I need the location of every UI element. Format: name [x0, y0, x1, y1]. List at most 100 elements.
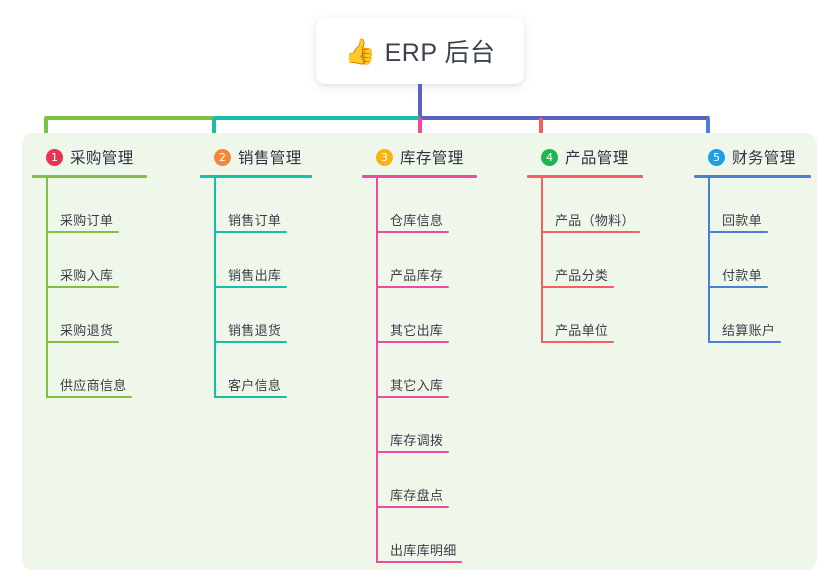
branch-item[interactable]: 销售订单: [200, 178, 312, 233]
branch-underline: [32, 175, 147, 178]
branch-item[interactable]: 产品库存: [362, 233, 477, 288]
branch-index-badge: 3: [376, 148, 393, 166]
branch-item-underline: [46, 231, 119, 233]
branch-item[interactable]: 库存调拨: [362, 398, 477, 453]
branch-item-label: 采购订单: [60, 213, 114, 228]
branch-item-underline: [376, 396, 449, 398]
branch-item-label: 产品单位: [555, 323, 609, 338]
branch-item-label: 产品分类: [555, 268, 609, 283]
branch-title: 库存管理: [400, 150, 464, 167]
branch-item-label: 供应商信息: [60, 378, 127, 393]
branch-item-label: 客户信息: [228, 378, 282, 393]
branch-item-underline: [214, 341, 287, 343]
branch-item[interactable]: 回款单: [694, 178, 811, 233]
branch-column-4: 4 产品管理产品（物料） 产品分类产品单位: [527, 146, 643, 343]
branch-item-underline: [376, 506, 449, 508]
branches-board: [22, 133, 817, 570]
branch-item-label: 其它出库: [390, 323, 444, 338]
branch-title: 采购管理: [70, 150, 134, 167]
branch-item[interactable]: 产品分类: [527, 233, 643, 288]
branch-spine: [708, 178, 710, 343]
branch-item-underline: [214, 231, 287, 233]
branch-spine: [214, 178, 216, 398]
branch-item-underline: [46, 286, 119, 288]
branch-item-underline: [376, 451, 449, 453]
branch-item-label: 库存调拨: [390, 433, 444, 448]
branch-item-underline: [708, 286, 768, 288]
branch-item[interactable]: 其它入库: [362, 343, 477, 398]
root-title: ERP 后台: [384, 39, 496, 67]
thumbs-up-icon: 👍: [344, 36, 376, 66]
branch-item-underline: [541, 231, 641, 233]
branch-title: 产品管理: [565, 150, 629, 167]
branch-underline: [527, 175, 643, 178]
branch-column-2: 2 销售管理销售订单销售出库销售退货客户信息: [200, 146, 312, 398]
branch-index-badge: 2: [214, 148, 231, 166]
branch-item[interactable]: 库存盘点: [362, 453, 477, 508]
branch-item[interactable]: 仓库信息: [362, 178, 477, 233]
branch-item-label: 销售退货: [228, 323, 282, 338]
branch-item-underline: [541, 341, 614, 343]
branch-item-label: 产品（物料）: [555, 213, 635, 228]
branch-item-label: 其它入库: [390, 378, 444, 393]
branch-item-label: 库存盘点: [390, 488, 444, 503]
branch-items: 销售订单销售出库销售退货客户信息: [200, 178, 312, 398]
branch-underline: [362, 175, 477, 178]
branch-spine: [541, 178, 543, 343]
branch-item-label: 采购退货: [60, 323, 114, 338]
branch-item-underline: [376, 286, 449, 288]
branch-header-2[interactable]: 2 销售管理: [200, 146, 312, 168]
branch-item-label: 产品库存: [390, 268, 444, 283]
branch-item[interactable]: 产品单位: [527, 288, 643, 343]
branch-column-3: 3 库存管理仓库信息产品库存其它出库其它入库库存调拨库存盘点出库库明细: [362, 146, 477, 563]
branch-item[interactable]: 采购退货: [32, 288, 147, 343]
branch-index-badge: 4: [541, 148, 558, 166]
branch-item[interactable]: 产品（物料）: [527, 178, 643, 233]
branch-underline: [694, 175, 811, 178]
branch-item[interactable]: 销售出库: [200, 233, 312, 288]
branch-item-label: 回款单: [722, 213, 762, 228]
branch-column-5: 5 财务管理回款单付款单结算账户: [694, 146, 811, 343]
branch-item[interactable]: 销售退货: [200, 288, 312, 343]
branch-item[interactable]: 供应商信息: [32, 343, 147, 398]
branch-underline: [200, 175, 312, 178]
branch-item[interactable]: 其它出库: [362, 288, 477, 343]
branch-item-underline: [376, 341, 449, 343]
branch-spine: [46, 178, 48, 398]
branch-title: 销售管理: [238, 150, 302, 167]
branch-items: 采购订单采购入库采购退货供应商信息: [32, 178, 147, 398]
branch-spine: [376, 178, 378, 563]
branch-item-label: 采购入库: [60, 268, 114, 283]
branch-title: 财务管理: [732, 150, 796, 167]
branch-item[interactable]: 采购入库: [32, 233, 147, 288]
branch-column-1: 1 采购管理采购订单采购入库采购退货供应商信息: [32, 146, 147, 398]
branch-item-label: 仓库信息: [390, 213, 444, 228]
branch-item-label: 出库库明细: [390, 543, 457, 558]
branch-items: 回款单付款单结算账户: [694, 178, 811, 343]
branch-items: 产品（物料） 产品分类产品单位: [527, 178, 643, 343]
branch-item[interactable]: 付款单: [694, 233, 811, 288]
branch-header-1[interactable]: 1 采购管理: [32, 146, 147, 168]
branch-item-underline: [214, 396, 287, 398]
branch-item[interactable]: 出库库明细: [362, 508, 477, 563]
branch-item-label: 结算账户: [722, 323, 776, 338]
branch-item[interactable]: 结算账户: [694, 288, 811, 343]
branch-item[interactable]: 客户信息: [200, 343, 312, 398]
branch-item[interactable]: 采购订单: [32, 178, 147, 233]
branch-item-underline: [46, 396, 132, 398]
branch-item-underline: [708, 341, 781, 343]
branch-items: 仓库信息产品库存其它出库其它入库库存调拨库存盘点出库库明细: [362, 178, 477, 563]
branch-header-3[interactable]: 3 库存管理: [362, 146, 477, 168]
branch-item-label: 销售订单: [228, 213, 282, 228]
branch-item-underline: [376, 561, 462, 563]
branch-item-underline: [214, 286, 287, 288]
root-node[interactable]: 👍 ERP 后台: [316, 18, 524, 84]
branch-item-label: 销售出库: [228, 268, 282, 283]
branch-index-badge: 5: [708, 148, 725, 166]
branch-header-4[interactable]: 4 产品管理: [527, 146, 643, 168]
branch-header-5[interactable]: 5 财务管理: [694, 146, 811, 168]
branch-item-underline: [708, 231, 768, 233]
branch-item-underline: [46, 341, 119, 343]
branch-index-badge: 1: [46, 148, 63, 166]
